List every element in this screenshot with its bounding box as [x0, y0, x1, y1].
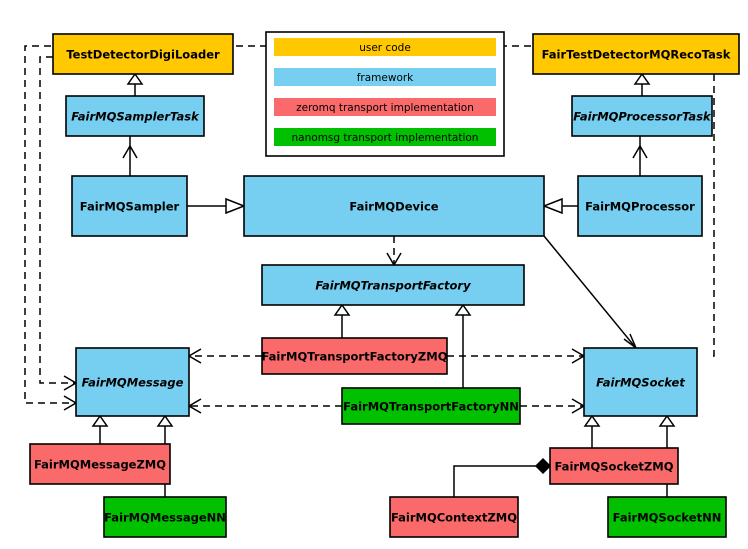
- inheritance-arrow-digiloader: [126, 72, 144, 85]
- node-box[interactable]: [571, 95, 713, 137]
- node-box[interactable]: [549, 447, 679, 485]
- class-node-FairMQMessage[interactable]: FairMQMessage: [75, 347, 190, 417]
- composition-diamond-socketzmq: [534, 457, 552, 475]
- inheritance-arrow-socket-right: [658, 414, 676, 427]
- legend-swatch-nanomsg: [274, 128, 496, 146]
- node-box[interactable]: [75, 347, 190, 417]
- legend-label-zeromq: zeromq transport implementation: [296, 102, 474, 114]
- inheritance-arrow-recotask: [633, 72, 651, 85]
- node-label: FairMQProcessor: [585, 200, 695, 214]
- legend-swatch-user_code: [274, 38, 496, 56]
- class-node-FairMQSocketNN[interactable]: FairMQSocketNN: [607, 496, 727, 538]
- class-node-FairMQMessageNN[interactable]: FairMQMessageNN: [103, 496, 227, 538]
- class-node-FairMQProcessor[interactable]: FairMQProcessor: [577, 175, 703, 237]
- class-node-FairMQSocketZMQ[interactable]: FairMQSocketZMQ: [549, 447, 679, 485]
- node-box[interactable]: [583, 347, 698, 417]
- class-node-FairMQSamplerTask[interactable]: FairMQSamplerTask: [65, 95, 205, 137]
- node-label: FairMQMessageNN: [104, 511, 226, 525]
- class-node-FairMQSampler[interactable]: FairMQSampler: [71, 175, 188, 237]
- node-box[interactable]: [52, 33, 234, 75]
- class-node-FairMQTransportFactoryZMQ[interactable]: FairMQTransportFactoryZMQ: [261, 337, 448, 375]
- node-label: FairMQProcessorTask: [573, 110, 712, 124]
- class-node-FairMQTransportFactoryNN[interactable]: FairMQTransportFactoryNN: [341, 387, 521, 425]
- node-box[interactable]: [532, 33, 740, 75]
- edge-recotask-message: [710, 74, 715, 357]
- node-label: FairMQContextZMQ: [391, 511, 517, 525]
- digiloader-to-message-path: [39, 56, 76, 384]
- inheritance-arrow-message-right: [156, 414, 174, 427]
- node-box[interactable]: [29, 443, 171, 485]
- class-node-FairMQProcessorTask[interactable]: FairMQProcessorTask: [571, 95, 713, 137]
- node-box[interactable]: [341, 387, 521, 425]
- legend-items: user code framework zeromq transport imple…: [274, 38, 496, 146]
- legend-label-user_code: user code: [359, 42, 411, 54]
- legend-item-nanomsg: nanomsg transport implementation: [274, 128, 496, 146]
- edge-device-socket: [543, 235, 637, 349]
- inheritance-arrow-device-left: [225, 197, 247, 215]
- legend-swatch-framework: [274, 68, 496, 86]
- node-label: FairMQSampler: [80, 200, 180, 214]
- edge-contextzmq-socketzmq: [453, 465, 536, 497]
- node-label: FairMQTransportFactory: [315, 279, 471, 293]
- node-label: FairMQTransportFactoryNN: [343, 400, 519, 414]
- legend-label-framework: framework: [357, 72, 414, 84]
- class-node-TestDetectorDigiLoader[interactable]: TestDetectorDigiLoader: [52, 33, 234, 75]
- inheritance-arrow-tf-left: [333, 303, 351, 316]
- node-box[interactable]: [261, 337, 448, 375]
- node-label: FairTestDetectorMQRecoTask: [542, 48, 731, 62]
- inheritance-arrow-device-right: [541, 197, 563, 215]
- node-box[interactable]: [389, 496, 519, 538]
- legend-item-framework: framework: [274, 68, 496, 86]
- legend-item-user_code: user code: [274, 38, 496, 56]
- node-label: FairMQSocketZMQ: [555, 460, 674, 474]
- class-node-FairMQDevice[interactable]: FairMQDevice: [243, 175, 545, 237]
- node-box[interactable]: [65, 95, 205, 137]
- inheritance-arrow-tf-right: [454, 303, 472, 316]
- node-box[interactable]: [71, 175, 188, 237]
- class-node-FairMQContextZMQ[interactable]: FairMQContextZMQ: [389, 496, 519, 538]
- node-box[interactable]: [103, 496, 227, 538]
- inheritance-arrow-message-left: [91, 414, 109, 427]
- legend-label-nanomsg: nanomsg transport implementation: [292, 132, 479, 144]
- nodes-layer: TestDetectorDigiLoader FairTestDetectorMQ…: [29, 33, 740, 538]
- node-label: FairMQSamplerTask: [71, 110, 200, 124]
- legend-swatch-zeromq: [274, 98, 496, 116]
- class-node-FairMQTransportFactory[interactable]: FairMQTransportFactory: [261, 264, 525, 306]
- legend: user code framework zeromq transport imple…: [265, 31, 505, 157]
- class-node-FairTestDetectorMQRecoTask[interactable]: FairTestDetectorMQRecoTask: [532, 33, 740, 75]
- node-box[interactable]: [261, 264, 525, 306]
- class-node-FairMQSocket[interactable]: FairMQSocket: [583, 347, 698, 417]
- node-box[interactable]: [243, 175, 545, 237]
- node-label: FairMQMessage: [82, 376, 184, 390]
- legend-item-zeromq: zeromq transport implementation: [274, 98, 496, 116]
- node-box[interactable]: [607, 496, 727, 538]
- node-label: FairMQTransportFactoryZMQ: [261, 350, 447, 364]
- node-label: FairMQMessageZMQ: [34, 458, 166, 472]
- class-node-FairMQMessageZMQ[interactable]: FairMQMessageZMQ: [29, 443, 171, 485]
- node-label: TestDetectorDigiLoader: [66, 48, 220, 62]
- inheritance-arrow-socket-left: [583, 414, 601, 427]
- node-box[interactable]: [577, 175, 703, 237]
- node-label: FairMQDevice: [349, 200, 438, 214]
- node-label: FairMQSocketNN: [613, 511, 722, 525]
- node-label: FairMQSocket: [596, 376, 685, 390]
